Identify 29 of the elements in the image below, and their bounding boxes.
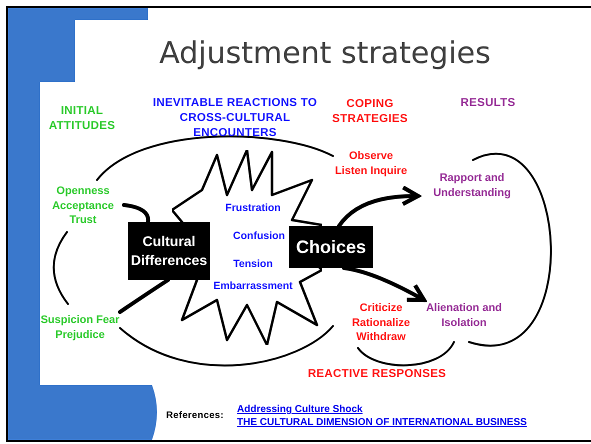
reference-link: Addressing Culture Shock — [237, 404, 363, 415]
column-heading: COPING STRATEGIES — [331, 97, 409, 127]
slide-title: Adjustment strategies — [158, 36, 492, 71]
attitude-text: Suspicion Fear Prejudice — [40, 304, 120, 352]
connector-line — [52, 231, 69, 305]
attitude-text: Openness Acceptance Trust — [42, 180, 124, 232]
section-heading: REACTIVE RESPONSES — [306, 367, 448, 382]
reaction-text: Embarrassment — [213, 280, 293, 292]
connector-line — [468, 152, 552, 346]
arrow — [342, 266, 426, 302]
concept-box: Choices — [289, 226, 373, 268]
references-label: References: — [165, 410, 225, 422]
concept-box: Cultural Differences — [128, 222, 210, 280]
result-text: Alienation and Isolation — [424, 290, 504, 342]
arrow — [337, 186, 420, 228]
column-heading: RESULTS — [460, 96, 516, 111]
connector-line — [118, 278, 170, 314]
strategy-text: Observe Listen Inquire — [333, 138, 409, 190]
result-text: Rapport and Understanding — [418, 160, 526, 212]
reaction-text: Tension — [233, 258, 273, 270]
connector-line — [119, 325, 334, 366]
column-heading: INITIAL ATTITUDES — [48, 104, 116, 134]
connector-line — [357, 341, 455, 366]
reference-link: THE CULTURAL DIMENSION OF INTERNATIONAL BUSINESS — [237, 417, 527, 428]
column-heading: INEVITABLE REACTIONS TO CROSS-CULTURAL ENCOUNTERS — [152, 96, 318, 141]
connector-line — [96, 135, 334, 181]
reaction-text: Frustration — [225, 202, 281, 214]
reaction-text: Confusion — [233, 230, 285, 242]
connector-line — [122, 203, 150, 224]
